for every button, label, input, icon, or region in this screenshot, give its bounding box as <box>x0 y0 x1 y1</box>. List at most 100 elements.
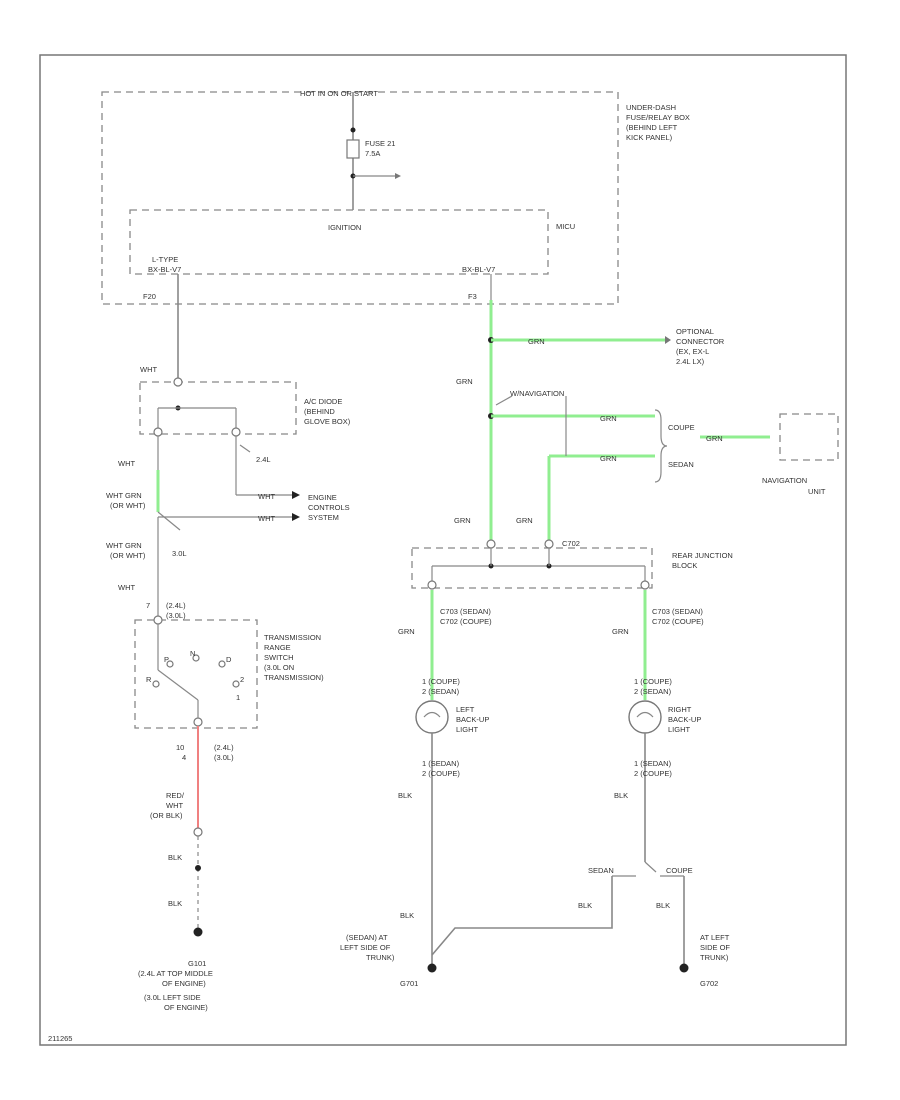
left-backup-light <box>415 700 449 734</box>
label-wht-grn-1: WHT GRN <box>106 491 142 500</box>
label-sedan: SEDAN <box>668 460 694 469</box>
rjb-pin-a <box>486 539 496 549</box>
label-left-bu-2: BACK-UP <box>456 715 489 724</box>
label-micu: MICU <box>556 222 575 231</box>
label-optional-3: (EX, EX-L <box>676 347 709 356</box>
label-red-2: WHT <box>166 801 183 810</box>
label-right-bu-2: BACK-UP <box>668 715 701 724</box>
red-conn-pin <box>193 827 203 837</box>
label-underdash-1: UNDER-DASH <box>626 103 676 112</box>
label-nav-unit-1: NAVIGATION <box>762 476 807 485</box>
label-ac-diode-1: A/C DIODE <box>304 397 342 406</box>
label-grn-sedan: GRN <box>600 454 617 463</box>
g101-ground <box>193 927 203 937</box>
label-right-bu-3: LIGHT <box>668 725 691 734</box>
label-g701-3: TRUNK) <box>366 953 395 962</box>
label-red-3: (OR BLK) <box>150 811 183 820</box>
label-lb-pin2: 2 (SEDAN) <box>422 687 460 696</box>
label-g101-3: OF ENGINE) <box>162 979 206 988</box>
g701-ground <box>427 963 437 973</box>
label-g702-3: TRUNK) <box>700 953 729 962</box>
right-bulb-filament <box>636 711 654 718</box>
label-engine-2: CONTROLS <box>308 503 350 512</box>
label-sw-2: 2 <box>240 675 244 684</box>
rjb-pin-l <box>427 580 437 590</box>
label-grn-main: GRN <box>456 377 473 386</box>
label-g101-1: G101 <box>188 959 206 968</box>
label-rear-jb-1: REAR JUNCTION <box>672 551 733 560</box>
label-blk-2: BLK <box>168 899 182 908</box>
fuse-branch-arrow <box>395 173 401 179</box>
label-fuse: FUSE 21 <box>365 139 395 148</box>
label-g101-2: (2.4L AT TOP MIDDLE <box>138 969 213 978</box>
rear-junction-box <box>411 547 653 589</box>
label-l-type: L-TYPE <box>152 255 178 264</box>
label-fuse-amp: 7.5A <box>365 149 380 158</box>
right-backup-light <box>628 700 662 734</box>
label-left-pin: F20 <box>143 292 156 301</box>
micu-box <box>129 209 549 275</box>
label-grn-r: GRN <box>612 627 629 636</box>
label-30l-b: (3.0L) <box>166 611 186 620</box>
underdash-fuse-box <box>101 91 619 305</box>
label-underdash-4: KICK PANEL) <box>626 133 673 142</box>
ac-diode-pin-top <box>173 377 183 387</box>
rjb-pin-b <box>544 539 554 549</box>
label-underdash-3: (BEHIND LEFT <box>626 123 678 132</box>
label-c703b: C702 (COUPE) <box>440 617 492 626</box>
trans-contact-p <box>166 660 174 668</box>
label-g701-4: G701 <box>400 979 418 988</box>
label-grn-opt: GRN <box>528 337 545 346</box>
label-c702: C702 <box>562 539 580 548</box>
label-blk-1: BLK <box>168 853 182 862</box>
optional-arrow <box>665 336 671 344</box>
label-engine-3: SYSTEM <box>308 513 339 522</box>
sedan-coupe-switch <box>644 861 657 873</box>
label-g702-1: AT LEFT <box>700 933 730 942</box>
trans-pin-bottom <box>193 717 203 727</box>
label-grn-nav: GRN <box>706 434 723 443</box>
label-blk-rr: BLK <box>656 901 670 910</box>
label-rear-jb-2: BLOCK <box>672 561 697 570</box>
blk-junction <box>195 865 201 871</box>
label-c703c: C703 (SEDAN) <box>652 607 703 616</box>
trans-contact-1 <box>232 680 240 688</box>
ac-diode-pin-l <box>153 427 163 437</box>
trans-contact-r <box>152 680 160 688</box>
label-3l: 3.0L <box>172 549 187 558</box>
left-bulb-filament <box>423 711 441 718</box>
label-trans-5: TRANSMISSION) <box>264 673 324 682</box>
label-ac-diode-3: GLOVE BOX) <box>304 417 351 426</box>
nav-switch-arm <box>495 395 513 406</box>
label-wht-grn-1b: (OR WHT) <box>110 501 146 510</box>
label-24l-b: (2.4L) <box>166 601 186 610</box>
label-grn-l: GRN <box>398 627 415 636</box>
label-trans-3: SWITCH <box>264 653 294 662</box>
label-right-bu-1: RIGHT <box>668 705 692 714</box>
label-sw-n: N <box>190 649 195 658</box>
label-wnav: W/NAVIGATION <box>510 389 564 398</box>
label-wht-mid: WHT <box>118 459 135 468</box>
label-24l-c: (2.4L) <box>214 743 234 752</box>
label-grn-c2: GRN <box>516 516 533 525</box>
label-wht-grn-2: WHT GRN <box>106 541 142 550</box>
label-pin10: 10 <box>176 743 184 752</box>
trans-range-box <box>134 619 258 729</box>
label-blk-mid: BLK <box>578 901 592 910</box>
label-sedan-sw: SEDAN <box>588 866 614 875</box>
label-optional-2: CONNECTOR <box>676 337 725 346</box>
label-wht-eng-2: WHT <box>258 514 275 523</box>
label-blk-l: BLK <box>398 791 412 800</box>
label-blk-r: BLK <box>614 791 628 800</box>
label-right-pin: F3 <box>468 292 477 301</box>
navigation-unit-box <box>779 413 839 461</box>
label-coupe-sw: COUPE <box>666 866 693 875</box>
label-nav-unit-2: UNIT <box>808 487 826 496</box>
label-rb-pin4: 2 (COUPE) <box>634 769 672 778</box>
outer-frame <box>39 54 847 1046</box>
label-wht-grn-2b: (OR WHT) <box>110 551 146 560</box>
label-hot-start: HOT IN ON OR START <box>300 89 378 98</box>
label-sw-r: R <box>146 675 152 684</box>
label-wht-eng-1: WHT <box>258 492 275 501</box>
